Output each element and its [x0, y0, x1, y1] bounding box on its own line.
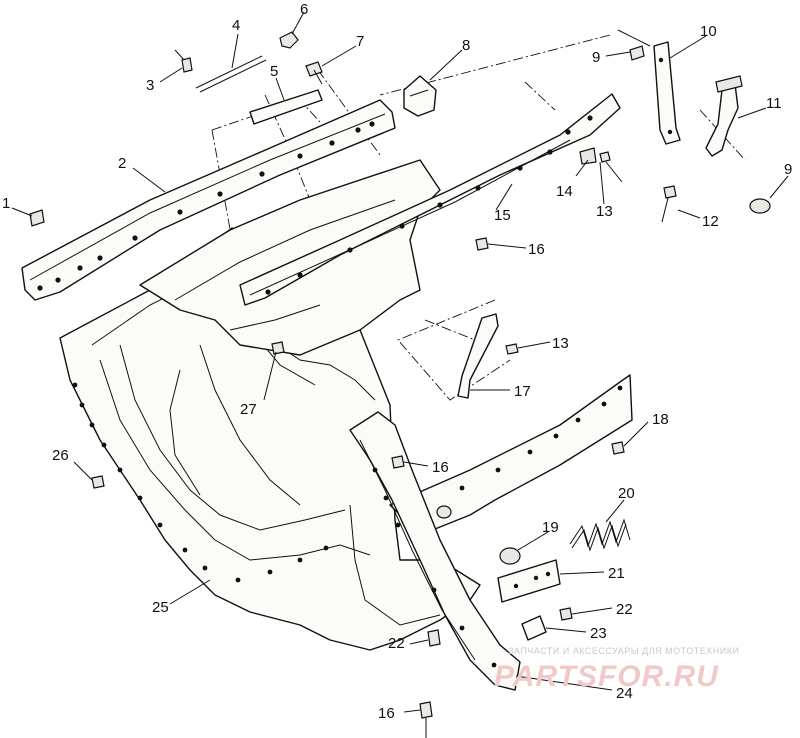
front-center-panel — [139, 159, 441, 356]
part-6-screw — [279, 31, 299, 49]
callout-10: 10 — [700, 23, 717, 40]
callout-13b: 13 — [552, 335, 569, 352]
callout-16c: 16 — [378, 705, 395, 722]
part-18-plug — [611, 441, 625, 455]
callout-7: 7 — [356, 33, 364, 50]
callout-14: 14 — [556, 183, 573, 200]
callout-19: 19 — [542, 519, 559, 536]
callout-16: 16 — [528, 241, 545, 258]
part-4-wire — [195, 55, 267, 93]
part-3-fastener — [174, 49, 193, 73]
part-8-latch — [403, 75, 437, 117]
callout-5: 5 — [270, 63, 278, 80]
callout-17: 17 — [514, 383, 531, 400]
part-15-middle-bar — [239, 93, 621, 306]
callout-3: 3 — [146, 77, 154, 94]
callout-13: 13 — [596, 203, 613, 220]
callout-27: 27 — [240, 401, 257, 418]
callout-22: 22 — [616, 601, 633, 618]
callout-15: 15 — [494, 207, 511, 224]
callout-24: 24 — [616, 685, 633, 702]
part-7-bolt — [305, 61, 323, 85]
callout-21: 21 — [608, 565, 625, 582]
part-21-hinge-plate — [497, 559, 561, 603]
callout-1: 1 — [2, 195, 10, 212]
callout-26: 26 — [52, 447, 69, 464]
watermark-brand: PARTSFOR.RU — [494, 660, 719, 693]
callout-25: 25 — [152, 599, 169, 616]
callout-2: 2 — [118, 155, 126, 172]
part-2-upper-front-bar — [21, 99, 396, 301]
callout-22b: 22 — [388, 635, 405, 652]
part-23-clip — [521, 615, 547, 641]
callout-9: 9 — [592, 49, 600, 66]
part-5-strip — [249, 89, 323, 125]
part-1-fastener — [29, 209, 45, 227]
callout-8: 8 — [462, 37, 470, 54]
callout-6: 6 — [300, 1, 308, 18]
callout-11: 11 — [766, 95, 782, 112]
part-27-fastener — [271, 341, 285, 355]
part-26-fastener — [91, 475, 105, 489]
part-19-grommet — [436, 505, 521, 565]
callout-12: 12 — [702, 213, 719, 230]
part-9-knob — [629, 45, 771, 214]
part-16-fastener — [391, 237, 489, 738]
watermark: ЗАПЧАСТИ И АКСЕССУАРЫ ДЛЯ МОТОТЕХНИКИ PA… — [494, 646, 739, 693]
right-side-panel — [389, 374, 633, 536]
callout-leaders — [11, 11, 789, 713]
part-20-spring — [569, 518, 631, 552]
callout-20: 20 — [618, 485, 635, 502]
part-22-washer — [427, 607, 573, 647]
part-10-bracket — [617, 29, 681, 145]
watermark-subtitle: ЗАПЧАСТИ И АКСЕССУАРЫ ДЛЯ МОТОТЕХНИКИ — [508, 646, 739, 656]
callout-23: 23 — [590, 625, 607, 642]
callout-4: 4 — [232, 17, 240, 34]
part-17-rod — [457, 313, 499, 399]
callout-16b: 16 — [432, 459, 449, 476]
part-13-rivet — [505, 151, 623, 355]
callout-18: 18 — [652, 411, 669, 428]
callout-labels: 1 2 3 4 5 6 7 8 9 10 11 9 12 13 13 14 15… — [2, 1, 792, 722]
callout-9b: 9 — [784, 161, 792, 178]
part-12-pin — [661, 185, 677, 223]
part-14-nut — [579, 147, 597, 165]
part-11-handle — [705, 75, 743, 157]
